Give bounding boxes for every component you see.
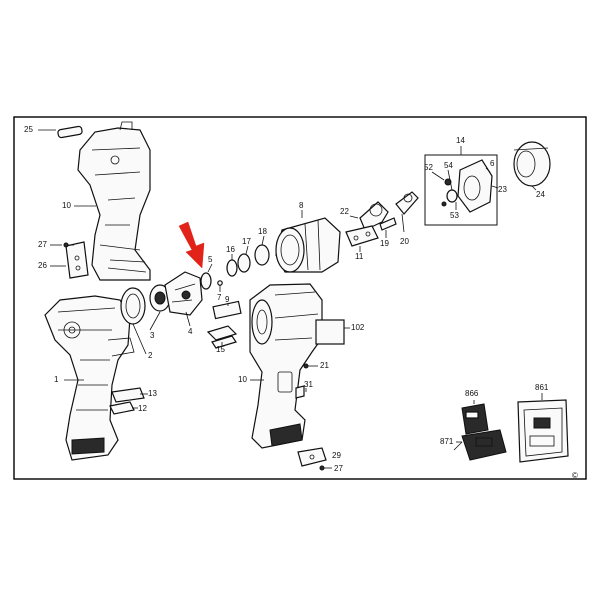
clip-part: [295, 385, 305, 399]
callout-labels: 25 10 27 26 1 2 3 4 5 7 9 15 16: [24, 125, 549, 473]
copyright-mark: ©: [572, 471, 578, 480]
switch-subassembly-part: [441, 159, 493, 213]
o-ring-part: [226, 259, 238, 277]
callout-10: 10: [62, 201, 71, 210]
callout-52: 52: [424, 163, 433, 172]
contact-plate-part: [206, 325, 238, 349]
carry-case-part: [517, 399, 569, 463]
label-plate-part: [212, 300, 242, 320]
housing-half-left-part: [44, 295, 135, 461]
ring-gear-part: [120, 287, 146, 325]
gear-case-part: [275, 217, 341, 273]
battery-pack-part: [461, 403, 489, 435]
lever-part: [395, 191, 419, 215]
grip-strip-part: [57, 125, 83, 139]
callout-27-bottom: 27: [334, 464, 343, 473]
callout-25: 25: [24, 125, 33, 134]
callout-21: 21: [320, 361, 329, 370]
callout-15: 15: [216, 345, 225, 354]
diagram-frame: [13, 116, 587, 480]
callout-22: 22: [340, 207, 349, 216]
callout-11: 11: [355, 252, 364, 261]
screw-27-bottom-part: [319, 465, 332, 471]
callout-6: 6: [490, 159, 495, 168]
callout-1: 1: [54, 375, 59, 384]
callout-17: 17: [242, 237, 251, 246]
callout-102: 102: [351, 323, 365, 332]
callout-14: 14: [456, 136, 465, 145]
callout-871: 871: [440, 437, 454, 446]
callout-29: 29: [332, 451, 341, 460]
callout-8: 8: [299, 201, 304, 210]
ball-part: [217, 280, 223, 286]
retaining-ring-part: [237, 253, 251, 273]
charger-part: [453, 429, 507, 461]
callout-27: 27: [38, 240, 47, 249]
callout-18: 18: [258, 227, 267, 236]
screw-21-part: [303, 363, 318, 369]
callout-19: 19: [380, 239, 389, 248]
callout-20: 20: [400, 237, 409, 246]
callout-9: 9: [225, 295, 230, 304]
bracket-part: [345, 225, 379, 247]
callout-26: 26: [38, 261, 47, 270]
callout-10-center: 10: [238, 375, 247, 384]
callout-4: 4: [188, 327, 193, 336]
callout-866: 866: [465, 389, 479, 398]
callout-16: 16: [226, 245, 235, 254]
assembled-tool-part: [249, 283, 323, 449]
callout-861: 861: [535, 383, 549, 392]
callout-7: 7: [217, 293, 222, 302]
callout-24: 24: [536, 190, 545, 199]
base-block-part: [297, 447, 327, 467]
clip-13-part: [111, 387, 145, 403]
hammer-part: [164, 271, 203, 316]
housing-half-part: [77, 121, 151, 281]
red-pointer-arrow: [178, 221, 205, 269]
callout-12: 12: [138, 404, 147, 413]
callout-54: 54: [444, 161, 453, 170]
callout-2: 2: [148, 351, 153, 360]
end-cap-part: [513, 141, 551, 187]
callout-31: 31: [304, 380, 313, 389]
snap-ring-part: [254, 244, 270, 266]
spec-label-part: [315, 319, 345, 345]
callout-13: 13: [148, 389, 157, 398]
belt-clip-part: [65, 241, 89, 279]
callout-3: 3: [150, 331, 155, 340]
screw-part: [63, 242, 74, 248]
washer-part: [200, 272, 212, 290]
callout-53: 53: [450, 211, 459, 220]
clip-12-part: [109, 401, 135, 415]
callout-5: 5: [208, 255, 213, 264]
pin-part: [379, 217, 397, 231]
callout-23: 23: [498, 185, 507, 194]
